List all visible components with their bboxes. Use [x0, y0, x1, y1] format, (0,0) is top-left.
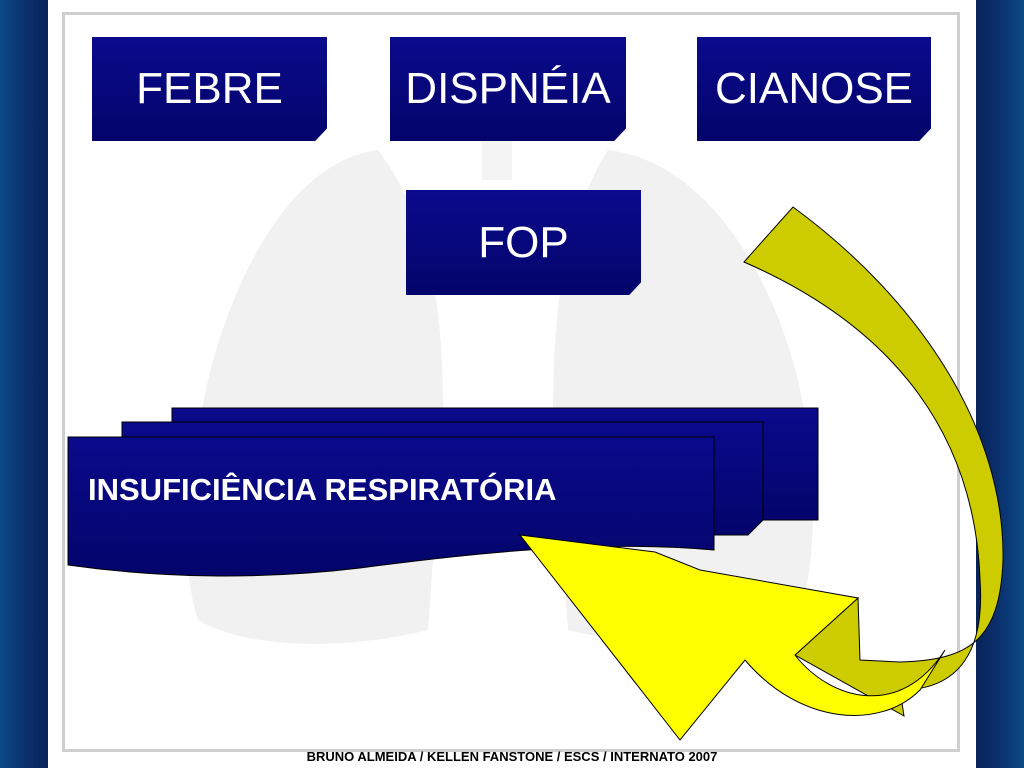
- dispneia-label: DISPNÉIA: [405, 64, 611, 113]
- slide-frame: [62, 12, 960, 752]
- cianose-box: CIANOSE: [697, 37, 931, 141]
- result-label: INSUFICIÊNCIA RESPIRATÓRIA: [88, 472, 557, 507]
- febre-label: FEBRE: [136, 64, 283, 113]
- left-blue-border: [0, 0, 48, 768]
- footer-credits: BRUNO ALMEIDA / KELLEN FANSTONE / ESCS /…: [306, 749, 718, 764]
- cianose-label: CIANOSE: [714, 64, 914, 113]
- fop-box: FOP: [406, 190, 641, 295]
- fop-label: FOP: [478, 217, 569, 267]
- curved-arrow-yellow: [518, 534, 946, 741]
- febre-box: FEBRE: [92, 37, 327, 141]
- right-blue-border: [976, 0, 1024, 768]
- dispneia-box: DISPNÉIA: [390, 37, 626, 141]
